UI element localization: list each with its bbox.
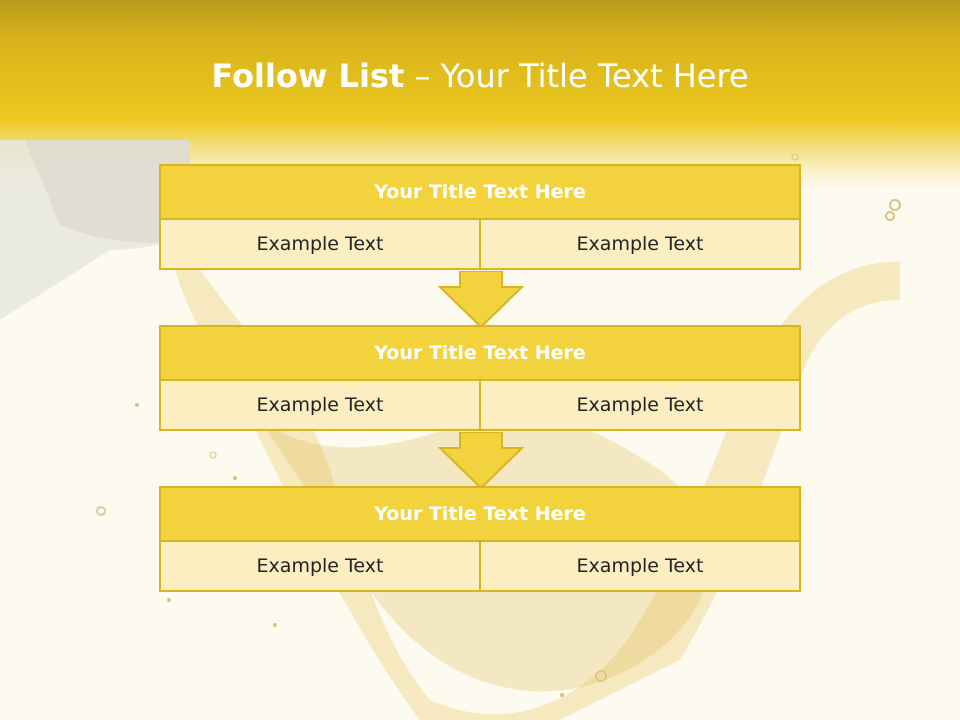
slide-title: Follow List – Your Title Text Here bbox=[0, 52, 960, 100]
block-title: Your Title Text Here bbox=[159, 325, 801, 381]
block-title: Your Title Text Here bbox=[159, 486, 801, 542]
block-cell-left: Example Text bbox=[159, 542, 479, 592]
block-title: Your Title Text Here bbox=[159, 164, 801, 220]
block-cell-left: Example Text bbox=[159, 381, 479, 431]
block-cell-left: Example Text bbox=[159, 220, 479, 270]
block-cell-right: Example Text bbox=[479, 220, 801, 270]
block-cell-right: Example Text bbox=[479, 381, 801, 431]
block-row: Example Text Example Text bbox=[159, 542, 801, 592]
flow-block-2: Your Title Text Here Example Text Exampl… bbox=[159, 325, 801, 431]
block-cell-right: Example Text bbox=[479, 542, 801, 592]
flow-block-3: Your Title Text Here Example Text Exampl… bbox=[159, 486, 801, 592]
slide-title-rest: – Your Title Text Here bbox=[404, 57, 749, 95]
block-row: Example Text Example Text bbox=[159, 381, 801, 431]
down-arrow-icon bbox=[438, 271, 524, 329]
flow-block-1: Your Title Text Here Example Text Exampl… bbox=[159, 164, 801, 270]
down-arrow-icon bbox=[438, 432, 524, 490]
block-row: Example Text Example Text bbox=[159, 220, 801, 270]
slide-title-bold: Follow List bbox=[211, 57, 405, 95]
